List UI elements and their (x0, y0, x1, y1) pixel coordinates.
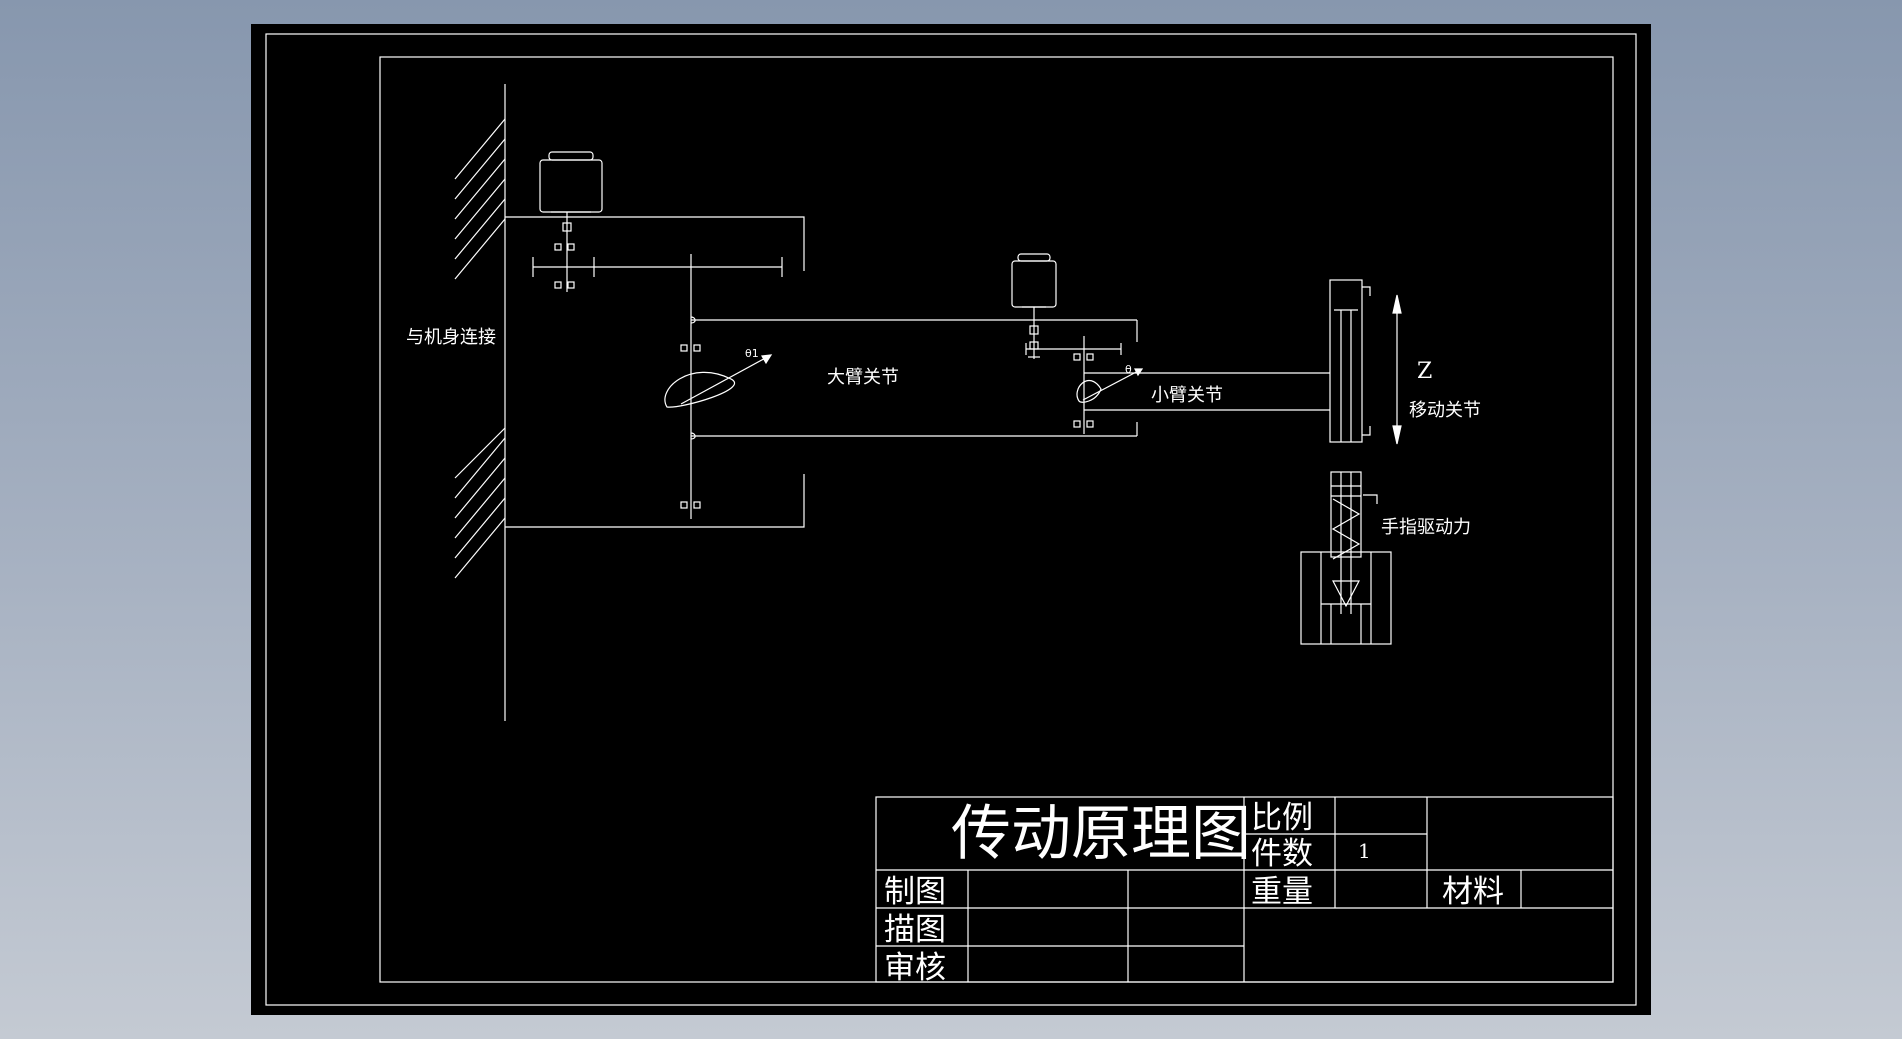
count-value: 1 (1358, 839, 1371, 863)
motor-2-icon (1011, 253, 1057, 359)
transmission-diagram: 与机身连接 大臂关节 小臂关节 移动关节 手指驱动力 Z θ1 θ 传动原理图 … (265, 33, 1637, 1006)
prismatic-joint (1329, 279, 1402, 445)
label-theta2: θ (1125, 363, 1132, 376)
drawing-sheet: 与机身连接 大臂关节 小臂关节 移动关节 手指驱动力 Z θ1 θ 传动原理图 … (251, 24, 1651, 1015)
gear-shaft-1 (532, 257, 783, 277)
traced-by-label: 描图 (884, 912, 946, 948)
label-body-connection: 与机身连接 (406, 327, 496, 348)
label-z-axis: Z (1417, 359, 1432, 384)
label-theta1: θ1 (745, 347, 759, 360)
theta1-arrow (664, 354, 773, 408)
big-arm (690, 316, 1138, 440)
outer-border (265, 33, 1637, 1006)
joint-1-shaft (680, 254, 701, 519)
scale-label: 比例 (1251, 800, 1313, 836)
base-bracket (505, 216, 805, 528)
weight-label: 重量 (1251, 874, 1313, 910)
label-big-arm-joint: 大臂关节 (827, 367, 899, 388)
label-move-joint: 移动关节 (1409, 400, 1481, 421)
count-label: 件数 (1251, 836, 1313, 872)
theta2-arrow (1076, 368, 1144, 403)
label-small-arm-joint: 小臂关节 (1151, 385, 1223, 406)
motor-1-icon (539, 151, 603, 292)
gear-shaft-2 (1025, 343, 1122, 361)
label-finger-drive: 手指驱动力 (1381, 517, 1471, 538)
title-block (875, 796, 1614, 983)
gripper (1300, 471, 1392, 645)
title-block-title: 传动原理图 (951, 799, 1251, 869)
base-wall (454, 84, 506, 721)
checked-by-label: 审核 (884, 950, 946, 986)
small-arm (1084, 372, 1330, 411)
material-label: 材料 (1442, 874, 1504, 910)
drawn-by-label: 制图 (884, 874, 946, 910)
joint-2-shaft (1073, 336, 1094, 434)
